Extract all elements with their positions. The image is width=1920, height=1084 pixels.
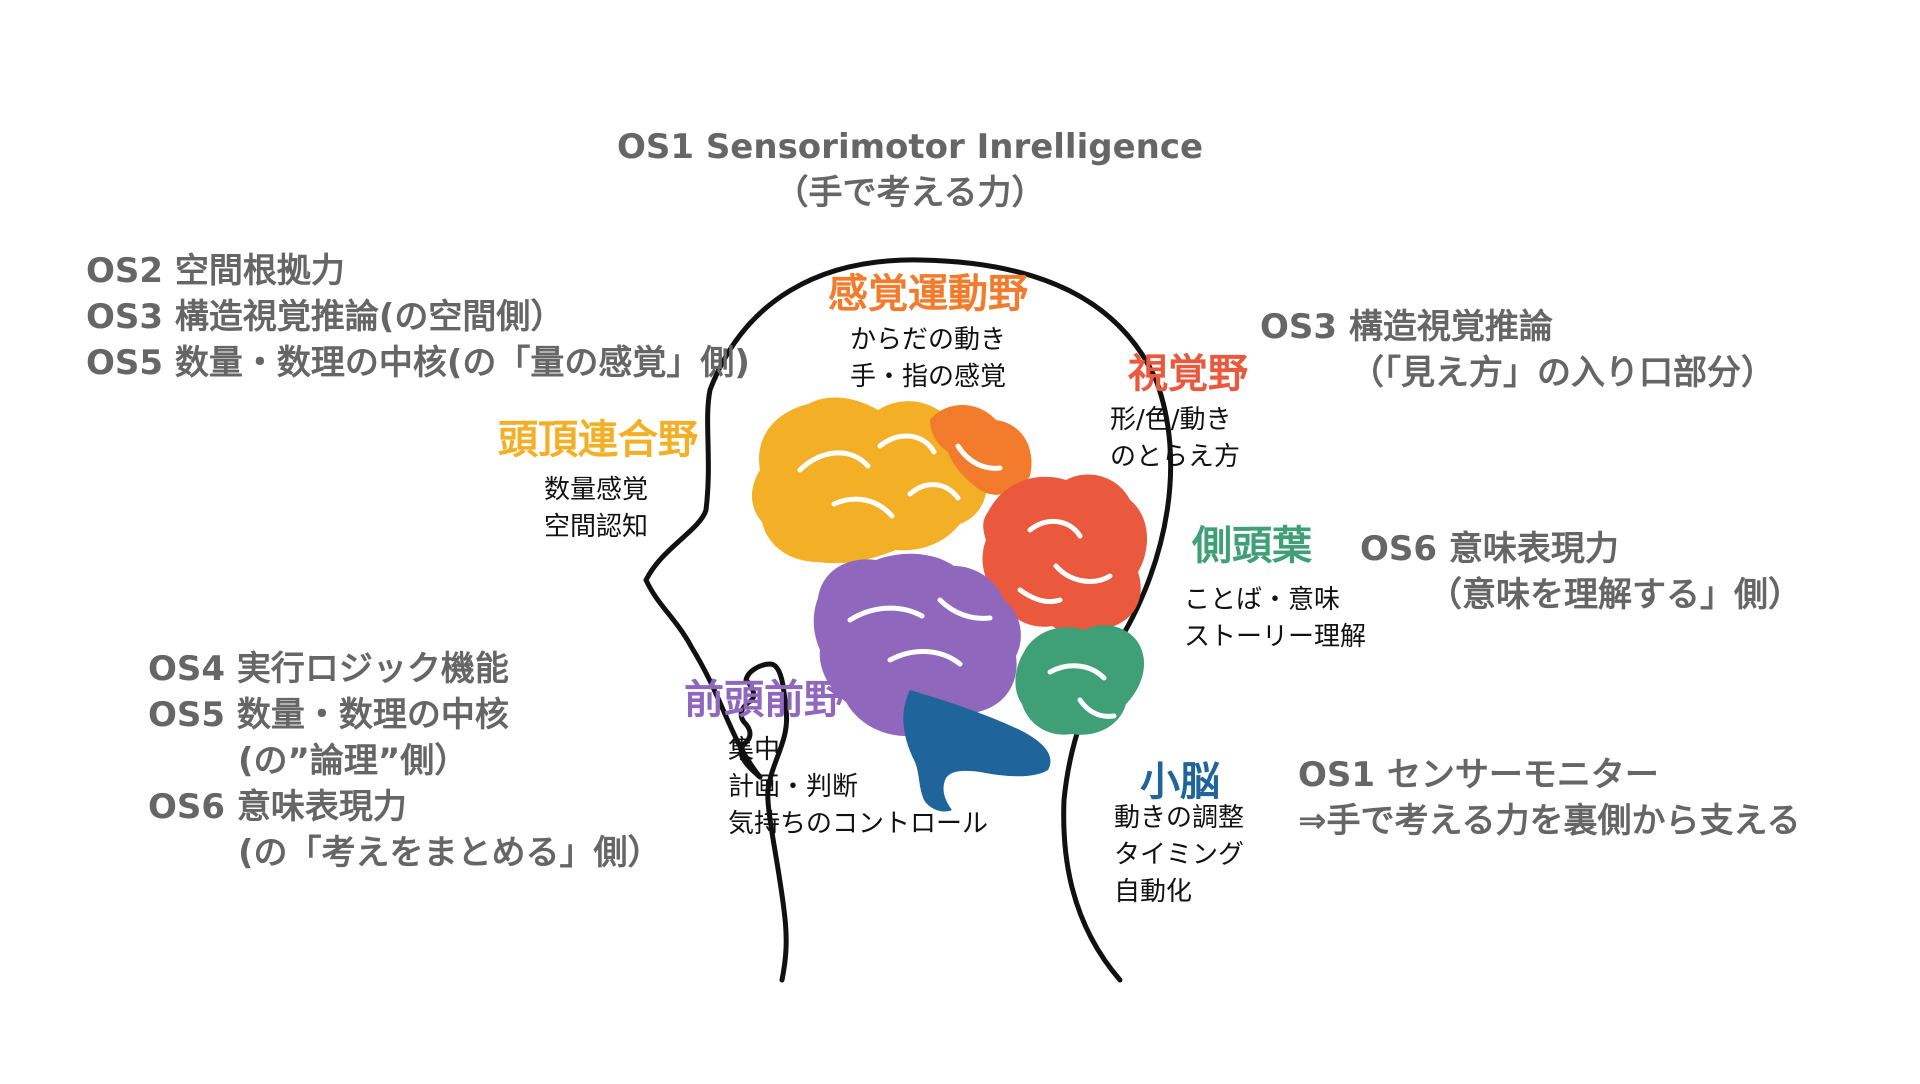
right-cerebellum-os-group: OS1 センサーモニター ⇒手で考える力を裏側から支える [1298, 752, 1800, 844]
visual-desc-line2: のとらえ方 [1110, 442, 1241, 472]
left-top-line3: OS5 数量・数理の中核(の「量の感覚」側) [86, 343, 750, 383]
parietal-desc: 数量感覚 空間認知 [544, 472, 648, 546]
sensorimotor-desc: からだの動き 手・指の感覚 [850, 322, 1006, 396]
top-title-line2: （手で考える力） [774, 173, 1046, 213]
visual-desc: 形/色/動き のとらえ方 [1110, 402, 1240, 476]
prefrontal-cortex [813, 553, 1021, 739]
temporal-title: 側頭葉 [1192, 523, 1312, 569]
frontal-desc-line1: 集中 [728, 735, 781, 765]
right-visual-line2: （「見え方」の入り口部分） [1350, 353, 1775, 393]
visual-desc-line1: 形/色/動き [1110, 405, 1232, 435]
left-bottom-line1: OS4 実行ロジック機能 [148, 649, 509, 689]
left-top-line2: OS3 構造視覚推論(の空間側） [86, 297, 565, 337]
right-temporal-line2: （意味を理解する」側） [1428, 575, 1802, 615]
parietal-desc-line1: 数量感覚 [544, 475, 649, 505]
parietal-desc-line2: 空間認知 [544, 512, 649, 542]
brain-sulci [797, 433, 1117, 719]
left-bottom-os-group: OS4 実行ロジック機能 OS5 数量・数理の中核 (の”論理”側） OS6 意… [148, 646, 662, 876]
temporal-desc-line1: ことば・意味 [1184, 585, 1341, 615]
right-cerebellum-line1: OS1 センサーモニター [1298, 755, 1659, 795]
temporal-desc-line2: ストーリー理解 [1184, 622, 1367, 652]
left-bottom-line2: OS5 数量・数理の中核 [148, 695, 509, 735]
cerebellum-desc: 動きの調整 タイミング 自動化 [1114, 800, 1244, 911]
left-bottom-line3: (の”論理”側） [238, 741, 469, 781]
top-os1-title: OS1 Sensorimotor Inrelligence （手で考える力） [560, 124, 1260, 216]
left-top-line1: OS2 空間根拠力 [86, 251, 345, 291]
frontal-title: 前頭前野 [684, 677, 844, 723]
left-bottom-line4: OS6 意味表現力 [148, 787, 407, 827]
right-visual-os-group: OS3 構造視覚推論 （「見え方」の入り口部分） [1260, 304, 1775, 396]
sensorimotor-cortex [930, 405, 1032, 495]
parietal-title: 頭頂連合野 [498, 417, 698, 463]
frontal-desc-line2: 計画・判断 [728, 772, 859, 802]
right-visual-line1: OS3 構造視覚推論 [1260, 307, 1553, 347]
visual-title: 視覚野 [1128, 351, 1248, 397]
cerebellum-desc-line2: タイミング [1114, 840, 1245, 870]
cerebellum [903, 690, 1051, 812]
frontal-desc-line3: 気持ちのコントロール [728, 809, 989, 839]
cerebellum-desc-line1: 動きの調整 [1114, 803, 1245, 833]
sensorimotor-desc-line2: 手・指の感覚 [850, 362, 1007, 392]
temporal-desc: ことば・意味 ストーリー理解 [1184, 582, 1366, 656]
left-bottom-line5: (の「考えをまとめる」側） [238, 833, 662, 873]
temporal-lobe [1015, 625, 1145, 735]
right-temporal-os-group: OS6 意味表現力 （意味を理解する」側） [1360, 526, 1802, 618]
parietal-lobe [752, 397, 987, 564]
sensorimotor-title: 感覚運動野 [828, 271, 1028, 317]
left-top-os-group: OS2 空間根拠力 OS3 構造視覚推論(の空間側） OS5 数量・数理の中核(… [86, 248, 750, 386]
cerebellum-title: 小脳 [1140, 759, 1220, 805]
right-cerebellum-line2: ⇒手で考える力を裏側から支える [1298, 801, 1801, 841]
sensorimotor-desc-line1: からだの動き [850, 325, 1007, 355]
cerebellum-desc-line3: 自動化 [1114, 877, 1193, 907]
right-temporal-line1: OS6 意味表現力 [1360, 529, 1619, 569]
frontal-desc: 集中 計画・判断 気持ちのコントロール [728, 732, 988, 843]
visual-cortex [982, 474, 1148, 636]
top-title-line1: OS1 Sensorimotor Inrelligence [616, 127, 1204, 167]
face-profile [738, 661, 790, 983]
